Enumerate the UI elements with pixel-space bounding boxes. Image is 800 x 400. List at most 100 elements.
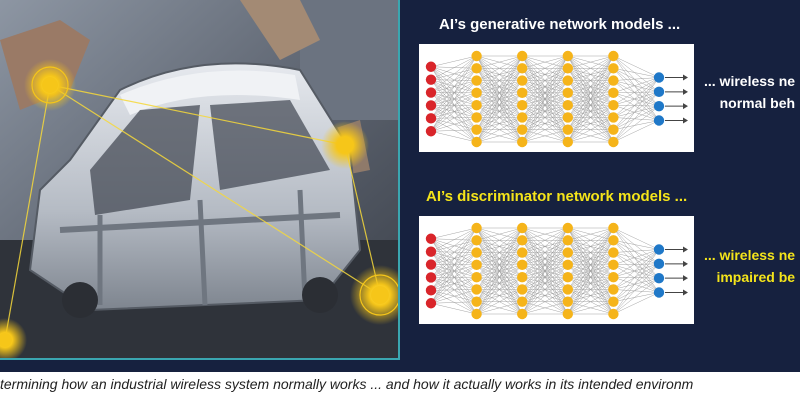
output-node	[653, 86, 665, 98]
factory-car-photo	[0, 0, 400, 360]
network-connections	[430, 227, 660, 315]
hidden-node	[562, 124, 573, 135]
hidden-node	[517, 136, 528, 148]
hidden-node	[517, 247, 528, 258]
hidden-node	[608, 259, 619, 271]
hidden-node	[471, 284, 482, 295]
hidden-node	[517, 112, 528, 123]
wireless-sensor-icon	[350, 265, 400, 325]
hidden-node	[471, 259, 482, 271]
hidden-node	[517, 235, 528, 246]
hidden-node	[608, 271, 619, 283]
hidden-node	[562, 308, 573, 320]
hidden-node	[562, 63, 573, 74]
hidden-node	[517, 75, 528, 86]
output-node	[653, 115, 665, 126]
output-arrow-head	[683, 88, 688, 95]
discriminator-side-text: ... wireless ne impaired be	[704, 244, 795, 288]
hidden-node	[517, 99, 528, 111]
generative-side-line2: normal beh	[719, 95, 796, 111]
hidden-node	[517, 222, 528, 234]
hidden-node	[608, 136, 619, 148]
hidden-node	[471, 271, 482, 283]
hidden-node	[471, 308, 482, 320]
input-node	[425, 272, 437, 283]
hidden-node	[471, 87, 482, 99]
hidden-node	[608, 87, 619, 99]
output-node	[653, 100, 665, 112]
wireless-sensor-icon	[321, 121, 369, 169]
hidden-node	[562, 87, 573, 99]
hidden-node	[562, 259, 573, 271]
output-arrow-head	[683, 289, 688, 296]
hidden-node	[562, 99, 573, 111]
hidden-node	[608, 124, 619, 135]
hidden-node	[471, 235, 482, 246]
hidden-node	[517, 124, 528, 135]
hidden-node	[562, 296, 573, 307]
hidden-node	[471, 50, 482, 62]
hidden-node	[517, 50, 528, 62]
input-node	[425, 61, 437, 72]
output-node	[653, 244, 665, 255]
output-arrow-head	[683, 275, 688, 282]
discriminator-title: AI’s discriminator network models ...	[426, 188, 688, 205]
wireless-sensor-icon	[24, 59, 76, 111]
input-node	[425, 233, 437, 244]
hidden-node	[608, 63, 619, 74]
input-node	[425, 100, 437, 111]
hidden-node	[471, 124, 482, 135]
hidden-node	[608, 112, 619, 123]
hidden-node	[471, 112, 482, 123]
hidden-node	[471, 136, 482, 148]
neural-network-graphic	[425, 50, 688, 148]
wireless-sensor-icon	[0, 318, 27, 360]
network-connections	[430, 55, 660, 143]
output-node	[653, 258, 665, 270]
input-node	[425, 126, 437, 137]
hidden-node	[471, 75, 482, 86]
hidden-node	[608, 222, 619, 234]
discriminator-side-line1: ... wireless ne	[704, 247, 796, 263]
hidden-node	[608, 284, 619, 295]
discriminator-network-diagram	[419, 216, 694, 324]
hidden-node	[562, 271, 573, 283]
slide-panel: AI’s generative network models ... ... w…	[0, 0, 800, 372]
hidden-node	[471, 247, 482, 258]
generative-side-line1: ... wireless ne	[704, 73, 796, 89]
input-node	[425, 246, 437, 257]
hidden-node	[471, 99, 482, 111]
input-node	[425, 298, 437, 309]
output-arrow-head	[683, 117, 688, 124]
input-node	[425, 74, 437, 85]
output-node	[653, 72, 665, 83]
hidden-node	[562, 222, 573, 234]
output-arrow-head	[683, 103, 688, 110]
hidden-node	[471, 296, 482, 307]
hidden-node	[562, 247, 573, 258]
generative-network-diagram	[419, 44, 694, 152]
input-node	[425, 113, 437, 124]
hidden-node	[608, 296, 619, 307]
hidden-node	[608, 308, 619, 320]
hidden-node	[517, 271, 528, 283]
hidden-node	[517, 259, 528, 271]
hidden-node	[562, 284, 573, 295]
hidden-node	[517, 296, 528, 307]
output-arrow-head	[683, 246, 688, 253]
hidden-node	[517, 63, 528, 74]
car-body-illustration	[0, 0, 400, 360]
output-node	[653, 287, 665, 298]
output-node	[653, 272, 665, 284]
hidden-node	[608, 50, 619, 62]
input-node	[425, 285, 437, 296]
hidden-node	[471, 63, 482, 74]
hidden-node	[562, 112, 573, 123]
hidden-node	[517, 308, 528, 320]
hidden-node	[608, 75, 619, 86]
output-arrow-head	[683, 74, 688, 81]
output-arrow-head	[683, 260, 688, 267]
generative-side-text: ... wireless ne normal beh	[704, 70, 795, 114]
discriminator-side-line2: impaired be	[716, 269, 796, 285]
hidden-node	[562, 235, 573, 246]
